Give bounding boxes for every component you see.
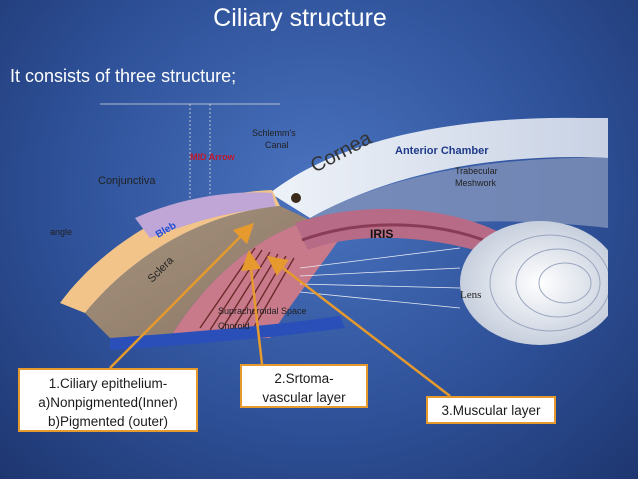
bleb-shape: [135, 192, 276, 238]
callout-line: a)Nonpigmented(Inner): [38, 395, 178, 410]
label-iris: IRIS: [370, 227, 393, 241]
lens-layers: [489, 234, 608, 332]
slide-title: Ciliary structure: [213, 4, 387, 32]
lens-shape: [460, 221, 608, 345]
label-conjunctiva: Conjunctiva: [98, 175, 156, 187]
label-suprachoroidal: Suprachoroidal Space: [218, 306, 307, 316]
schlemms-canal-marker: [291, 193, 301, 203]
label-angle: angle: [50, 227, 72, 237]
callout-line: 2.Srtoma-: [274, 371, 334, 386]
callout-stroma-vascular: 2.Srtoma- vascular layer: [240, 364, 368, 408]
callout-ciliary-epithelium: 1.Ciliary epithelium- a)Nonpigmented(Inn…: [18, 368, 198, 432]
callout-line: b)Pigmented (outer): [47, 414, 169, 429]
label-trabecular-2: Meshwork: [455, 178, 497, 188]
callout-line: 3.Muscular layer: [441, 403, 541, 418]
iris-stroma: [301, 223, 503, 250]
label-choroid: Choroid: [218, 321, 250, 331]
label-trabecular: Trabecular: [455, 166, 498, 176]
label-mid-arrow: MID Arrow: [190, 152, 236, 162]
iris-shape: [295, 208, 510, 258]
label-anterior-chamber: Anterior Chamber: [395, 145, 489, 157]
cornea-shape: [270, 117, 608, 218]
ciliary-anatomy-illustration: Schlemm's Canal MID Arrow Conjunctiva an…: [50, 103, 608, 350]
scale-lines: [100, 103, 280, 218]
callout-line: vascular layer: [262, 390, 346, 405]
callout-line: 1.Ciliary epithelium-: [48, 376, 168, 391]
label-schlemms-canal-2: Canal: [265, 140, 289, 150]
label-lens: Lens: [460, 289, 481, 301]
callout-muscular-layer: 3.Muscular layer: [426, 396, 556, 424]
label-schlemms-canal: Schlemm's: [252, 128, 296, 138]
slide-subtitle: It consists of three structure;: [10, 66, 237, 86]
